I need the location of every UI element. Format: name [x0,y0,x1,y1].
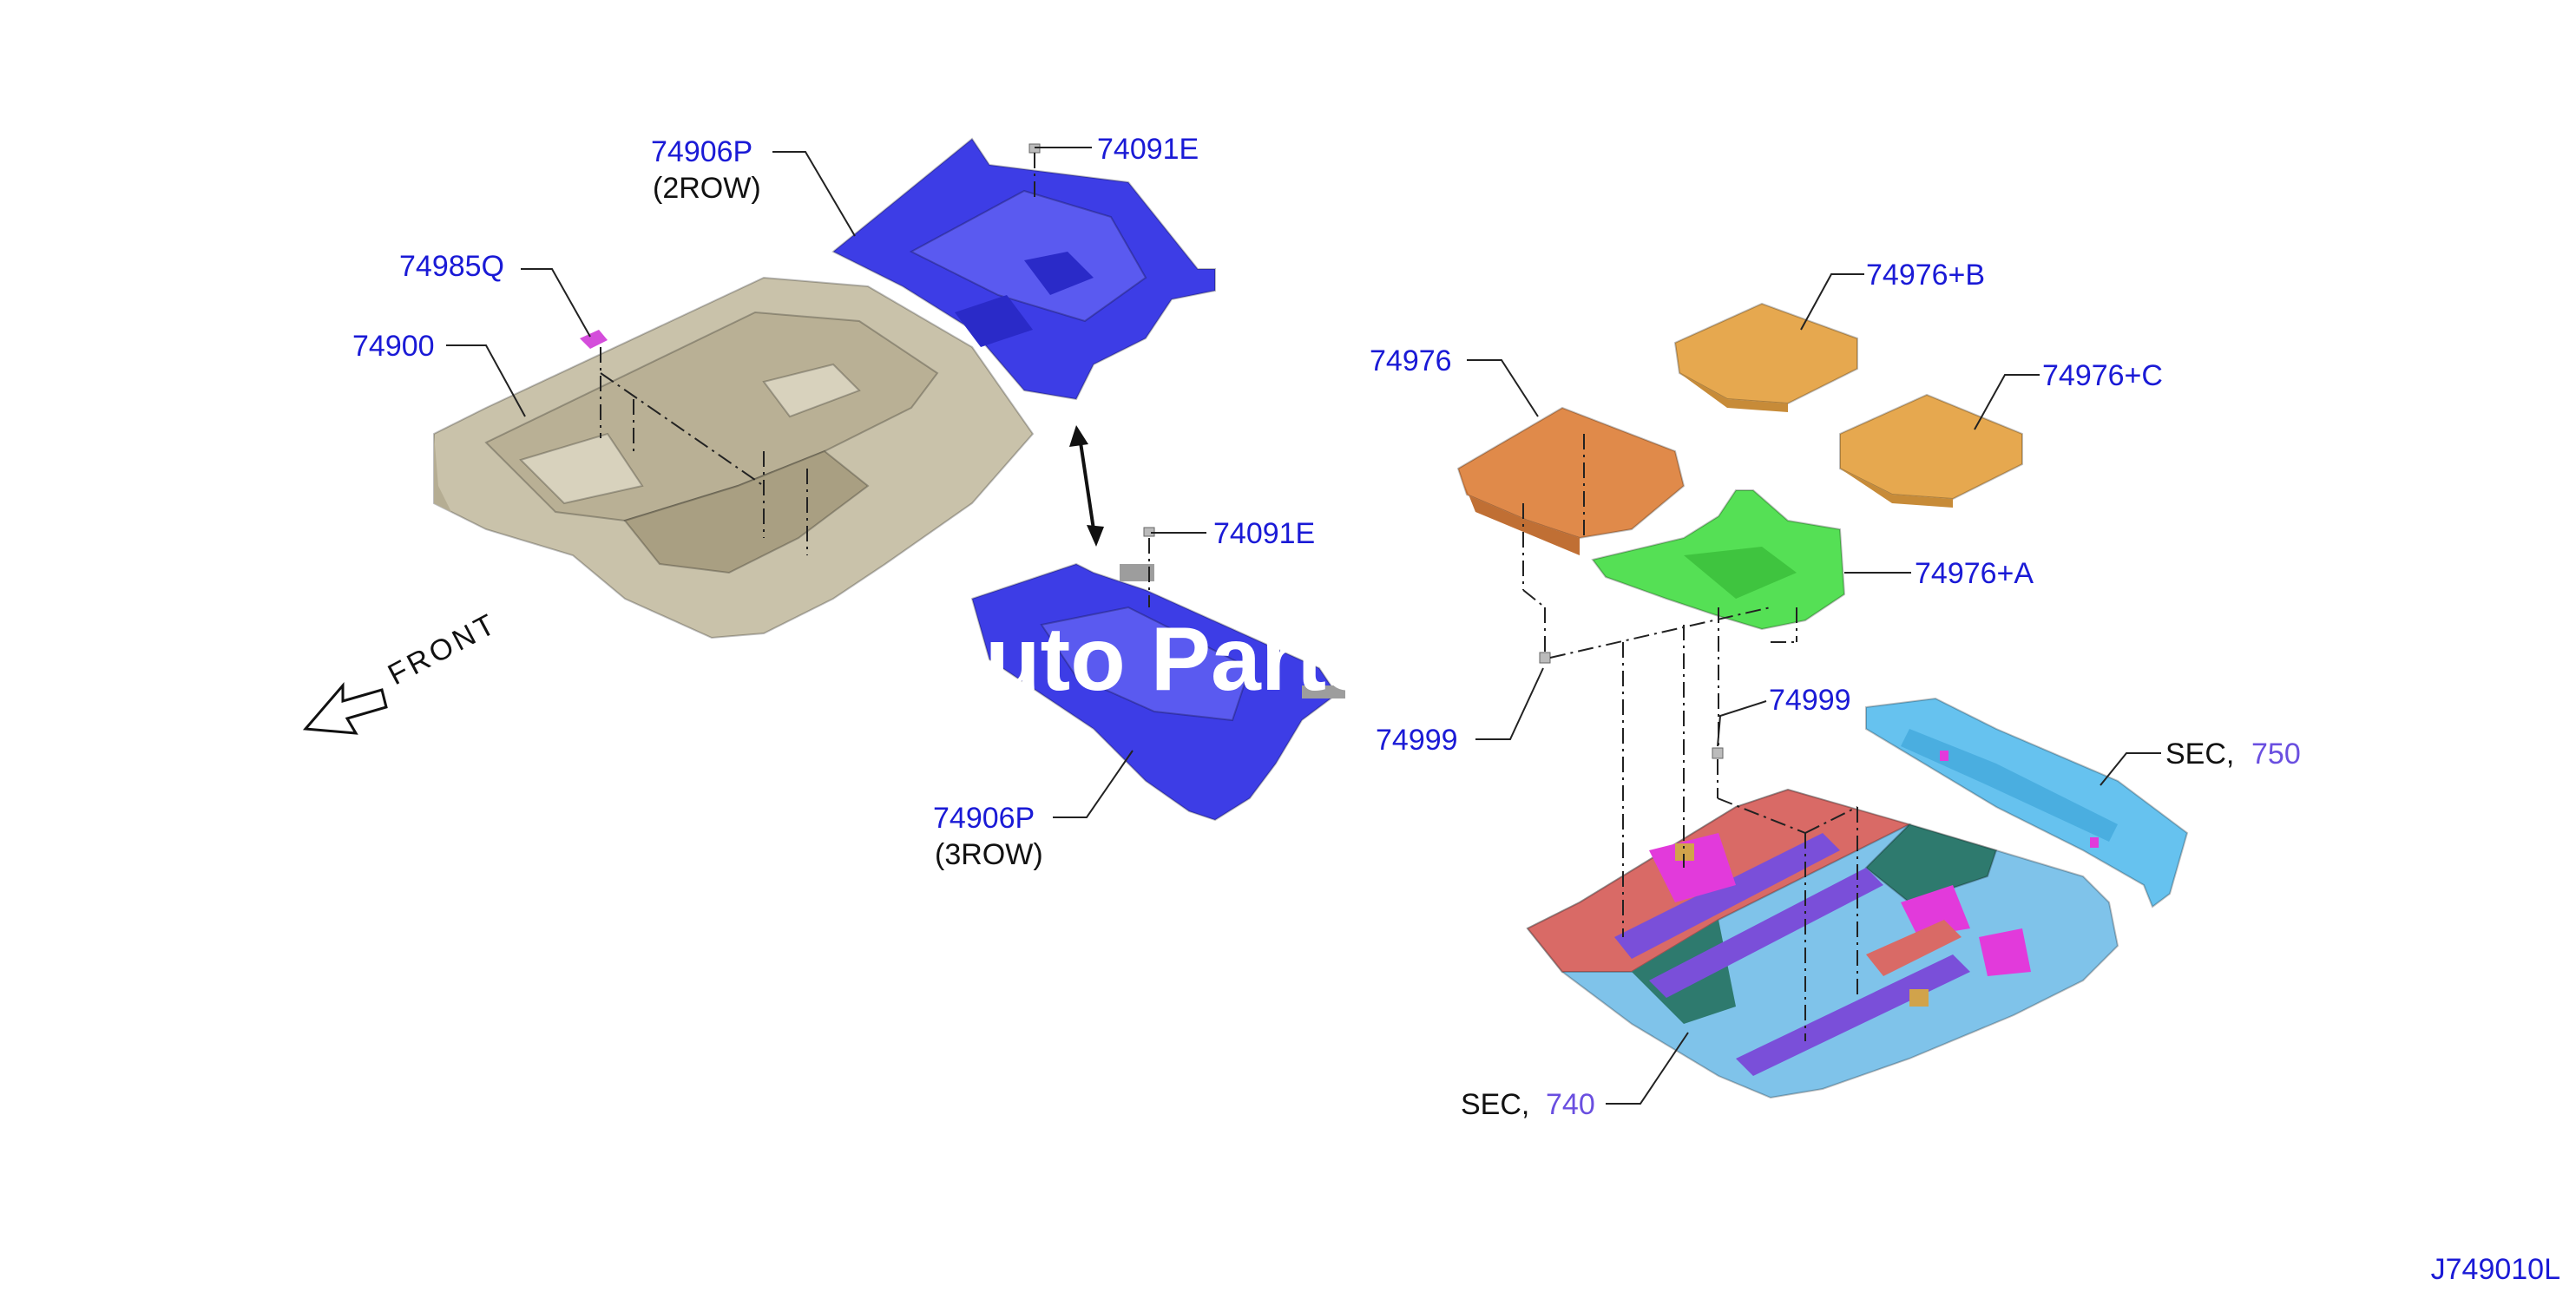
front-carpet-74900 [433,276,1035,639]
insulator-74976b [1673,302,1858,412]
callout-74999-right: 74999 [1769,684,1851,717]
clip-74985q [580,330,608,349]
clip-74999-right [1712,747,1724,759]
callout-74906p-2row: 74906P [651,135,752,168]
callout-sec750-number: 750 [2251,738,2301,771]
callout-74976c: 74976+C [2042,359,2163,392]
insulator-74976 [1456,406,1686,555]
callouts: 74906P (2ROW) 74091E 74985Q 74900 74091E… [352,133,2301,1121]
callout-sec740-number: 740 [1546,1088,1595,1121]
callout-sec750-prefix: SEC, [2165,738,2234,771]
callout-74900: 74900 [352,330,435,363]
floor-panel-sec740 [1526,788,2119,1099]
callout-3row-note: (3ROW) [935,838,1043,871]
callout-74976b: 74976+B [1866,259,1985,292]
callout-74999-left: 74999 [1376,724,1458,757]
clip-74999-left [1539,652,1551,664]
swap-arrow [1069,425,1104,547]
carpet-2row-74906p [831,137,1216,401]
callout-74091e-mid: 74091E [1213,517,1315,550]
callout-sec740-prefix: SEC, [1461,1088,1529,1121]
callout-74976a: 74976+A [1915,557,2034,590]
front-arrow: FRONT [302,607,503,735]
insulator-74976a [1591,489,1846,631]
callout-74985q: 74985Q [399,250,504,283]
figure-id: J749010L [2431,1253,2560,1286]
callout-2row-note: (2ROW) [653,172,761,205]
carpet-3row-74906p [970,562,1345,822]
insulator-74976c [1839,393,2023,508]
watermark: Auto Parts [920,609,1377,710]
rear-floor-sec750 [1865,697,2189,908]
callout-74906p-3row: 74906P [933,802,1035,835]
callout-74976: 74976 [1370,344,1452,377]
front-label: FRONT [383,607,503,692]
callout-74091e-top: 74091E [1097,133,1199,166]
assembly-lines [600,153,1858,1041]
